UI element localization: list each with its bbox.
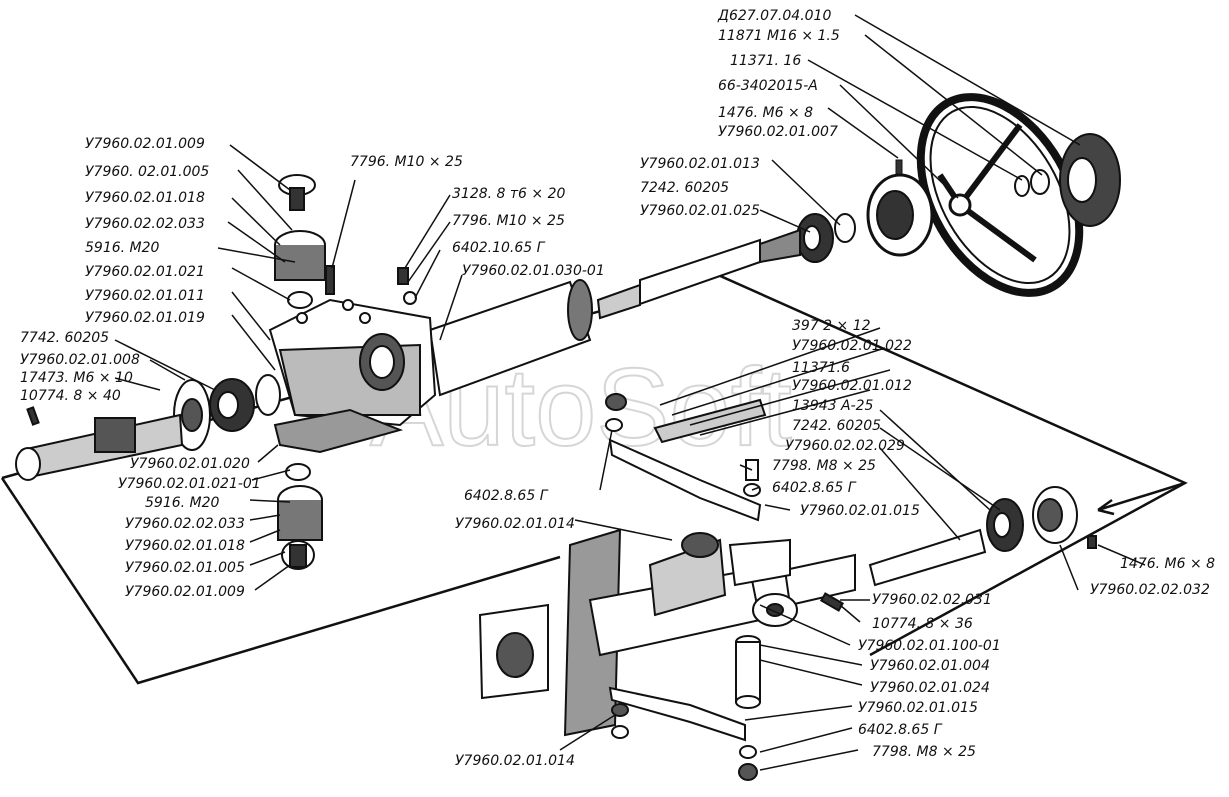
label-u-018-top: У7960.02.01.018 bbox=[85, 190, 205, 206]
label-6402-865-bot: 6402.8.65 Г bbox=[858, 722, 943, 738]
leader-lines bbox=[114, 14, 1146, 771]
label-d627: Д627.07.04.010 bbox=[717, 8, 831, 24]
label-u-013: У7960.02.01.013 bbox=[640, 156, 760, 172]
label-u-019: У7960.02.01.019 bbox=[85, 310, 205, 326]
label-3972: 397 2 × 12 bbox=[792, 318, 871, 334]
label-11371-6: 11371.6 bbox=[792, 360, 850, 376]
label-u-022: У7960.02.01.022 bbox=[792, 338, 912, 354]
label-u-030: У7960.02.01.030-01 bbox=[462, 263, 605, 279]
label-5916-top: 5916. М20 bbox=[85, 240, 160, 256]
label-3128: 3128. 8 т6 × 20 bbox=[452, 186, 565, 202]
label-u-033-bot: У7960.02.02.033 bbox=[125, 516, 245, 532]
label-u-029: У7960.02.02.029 bbox=[785, 438, 905, 454]
label-1476-top: 1476. М6 × 8 bbox=[718, 105, 813, 121]
label-5916-bot: 5916. М20 bbox=[145, 495, 220, 511]
label-u-014-b: У7960.02.01.014 bbox=[455, 753, 575, 769]
label-7742: 7742. 60205 bbox=[20, 330, 109, 346]
label-u-015-mid: У7960.02.01.015 bbox=[800, 503, 920, 519]
label-u-014-a: У7960.02.01.014 bbox=[455, 516, 575, 532]
universal-joint-shaft bbox=[15, 406, 184, 481]
label-u-024: У7960.02.01.024 bbox=[870, 680, 990, 696]
shaft-lower bbox=[783, 528, 987, 612]
label-u-011: У7960.02.01.011 bbox=[85, 288, 205, 304]
lower-nut-stack bbox=[277, 463, 323, 570]
label-u-015-bot: У7960.02.01.015 bbox=[858, 700, 978, 716]
label-u-005-top: У7960. 02.01.005 bbox=[85, 164, 209, 180]
label-u-009-bot: У7960.02.01.009 bbox=[125, 584, 245, 600]
label-u-031: У7960.02.02.031 bbox=[872, 592, 992, 608]
bearing-lower-right bbox=[986, 486, 1097, 552]
label-7796-a: 7796. М10 × 25 bbox=[350, 154, 463, 170]
label-u-025: У7960.02.01.025 bbox=[640, 203, 760, 219]
wheel-hub-bearing bbox=[866, 159, 934, 257]
part-labels: Д627.07.04.010 11871 М16 × 1.5 11371. 16… bbox=[20, 8, 1215, 769]
lower-bearing-left bbox=[173, 374, 281, 451]
label-6402-865-left: 6402.8.65 Г bbox=[464, 488, 549, 504]
label-1476-bot: 1476. М6 × 8 bbox=[1120, 556, 1215, 572]
label-13943: 13943 А-25 bbox=[792, 398, 874, 414]
label-u-021-01: У7960.02.01.021-01 bbox=[118, 476, 261, 492]
label-u-009-top: У7960.02.01.009 bbox=[85, 136, 205, 152]
label-17473: 17473. М6 × 10 bbox=[20, 370, 133, 386]
upper-nut-stack bbox=[274, 174, 326, 309]
label-7798-bot: 7798. М8 × 25 bbox=[872, 744, 976, 760]
label-10774-36: 10774. 8 × 36 bbox=[872, 616, 973, 632]
label-6402-865-mid: 6402.8.65 Г bbox=[772, 480, 857, 496]
steering-column-tube bbox=[428, 279, 593, 397]
lever-lower bbox=[608, 686, 758, 781]
label-u-032: У7960.02.02.032 bbox=[1090, 582, 1210, 598]
label-7798-mid: 7798. М8 × 25 bbox=[772, 458, 876, 474]
lever-upper bbox=[605, 393, 767, 522]
horn-button bbox=[1059, 133, 1121, 227]
label-u-007: У7960.02.01.007 bbox=[718, 124, 838, 140]
label-11371-16: 11371. 16 bbox=[730, 53, 801, 69]
label-u-021: У7960.02.01.021 bbox=[85, 264, 205, 280]
frame-arrow bbox=[1097, 481, 1186, 516]
label-7242-mid: 7242. 60205 bbox=[792, 418, 881, 434]
label-u-005-bot: У7960.02.01.005 bbox=[125, 560, 245, 576]
label-10774-40: 10774. 8 × 40 bbox=[20, 388, 121, 404]
label-u-004: У7960.02.01.004 bbox=[870, 658, 990, 674]
bolts-top bbox=[325, 265, 417, 305]
label-7796-b: 7796. М10 × 25 bbox=[452, 213, 565, 229]
lever-bolts-mid bbox=[743, 459, 761, 497]
label-u-033-top: У7960.02.02.033 bbox=[85, 216, 205, 232]
steering-shaft-upper bbox=[596, 228, 801, 320]
gearbox-housing bbox=[478, 528, 798, 737]
label-u-020: У7960.02.01.020 bbox=[130, 456, 250, 472]
label-6402-1065: 6402.10.65 Г bbox=[452, 240, 546, 256]
label-u-018-bot: У7960.02.01.018 bbox=[125, 538, 245, 554]
label-11871: 11871 М16 × 1.5 bbox=[718, 28, 840, 44]
pin-cylinder bbox=[735, 635, 761, 709]
label-u-008: У7960.02.01.008 bbox=[20, 352, 140, 368]
wheel-nut bbox=[1014, 169, 1050, 197]
column-bracket-housing bbox=[268, 298, 437, 454]
label-u-100: У7960.02.01.100-01 bbox=[858, 638, 1001, 654]
label-66: 66-3402015-А bbox=[718, 78, 818, 94]
upper-bearing bbox=[796, 213, 856, 263]
label-7242-top: 7242. 60205 bbox=[640, 180, 729, 196]
label-u-012: У7960.02.01.012 bbox=[792, 378, 912, 394]
